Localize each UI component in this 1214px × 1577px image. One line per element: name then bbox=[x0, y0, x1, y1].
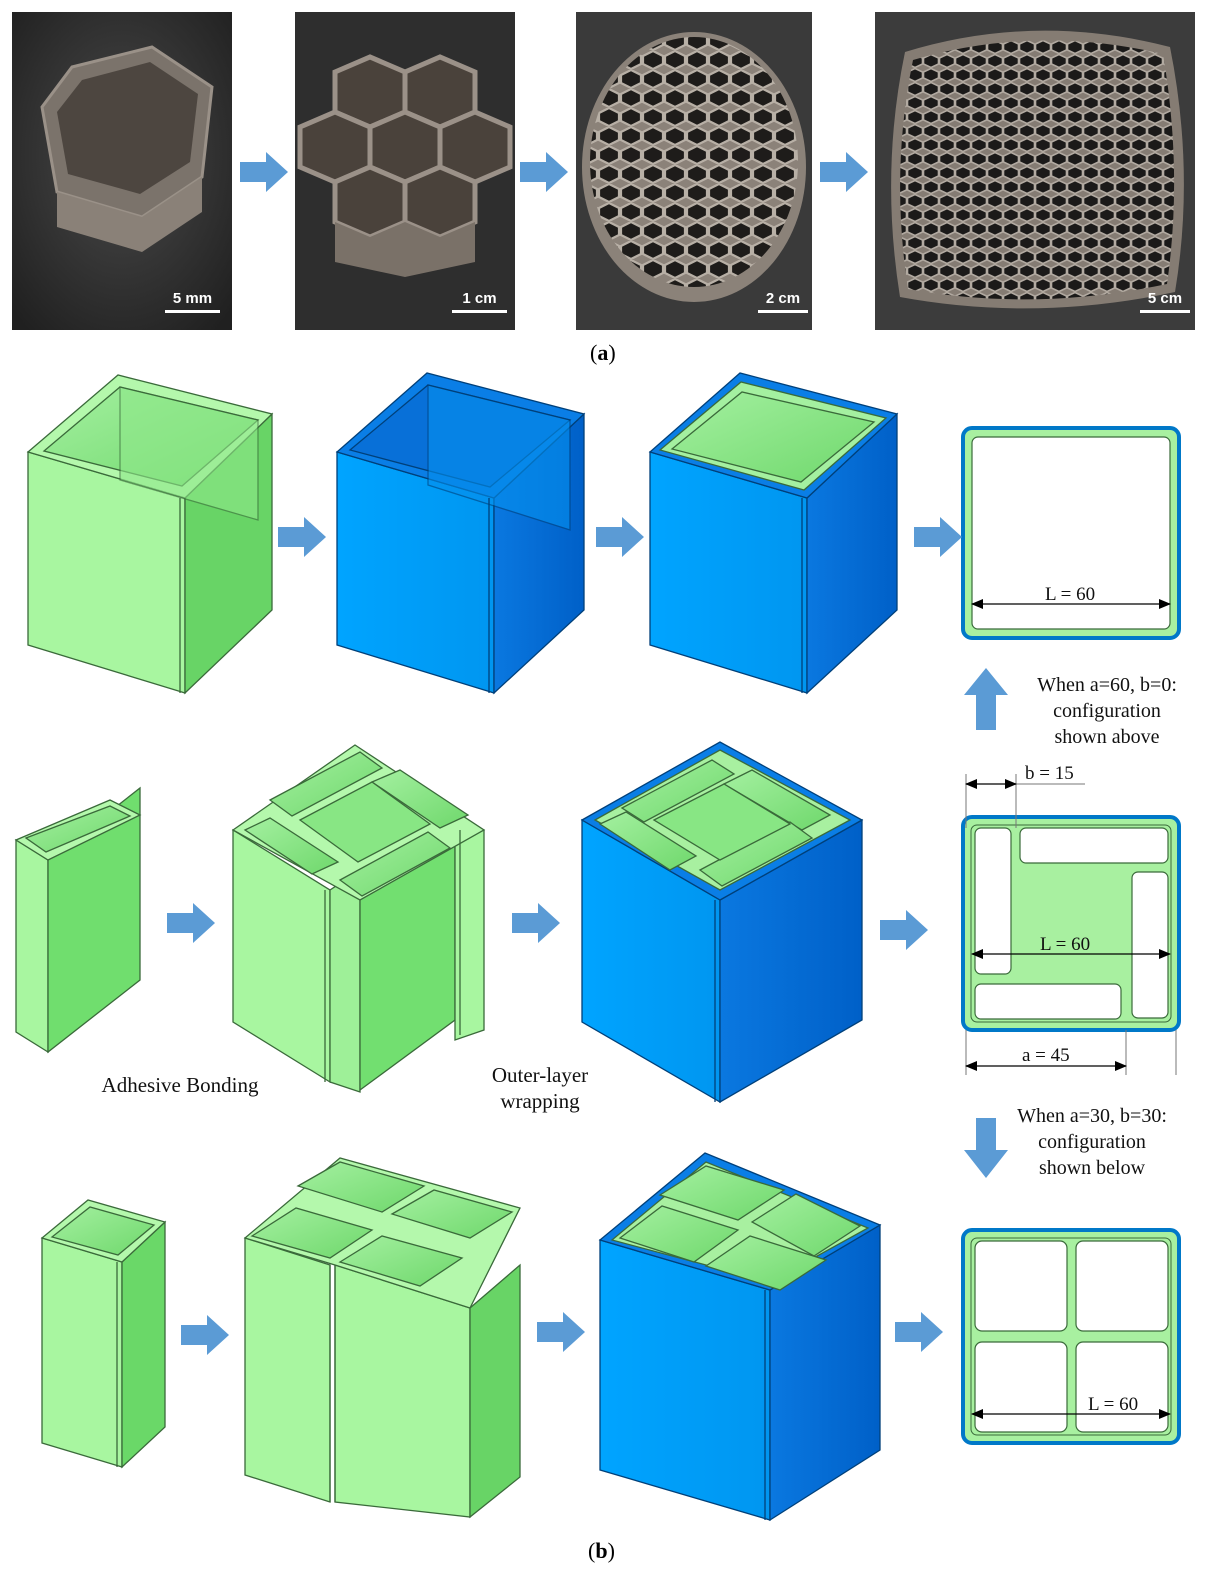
wrapped-square-tube bbox=[648, 372, 899, 695]
panel-label-b: (b) bbox=[588, 1538, 615, 1563]
green-rect-cell bbox=[14, 786, 142, 1054]
scale-label: 5 cm bbox=[1147, 290, 1183, 307]
photo-seven-cells bbox=[295, 12, 515, 330]
note-line: configuration bbox=[1038, 1131, 1146, 1153]
arrow-right-icon bbox=[880, 910, 928, 950]
process-arrows bbox=[167, 152, 1008, 1355]
dim-label-b: b = 15 bbox=[1025, 763, 1074, 784]
cross-section-single bbox=[961, 426, 1181, 640]
dim-label-l-top: L = 60 bbox=[1045, 584, 1095, 605]
wrapped-rect-cells bbox=[580, 741, 864, 1104]
scale-label: 2 cm bbox=[765, 290, 801, 307]
caption-line: Outer-layer bbox=[491, 1063, 589, 1087]
wrapped-square-cells bbox=[598, 1152, 882, 1522]
dim-label-a: a = 45 bbox=[1022, 1045, 1070, 1066]
panel-label-a: (a) bbox=[590, 340, 616, 365]
cross-section-four-square bbox=[961, 1228, 1181, 1445]
note-config-above: When a=60, b=0: configuration shown abov… bbox=[1012, 672, 1202, 750]
dim-label-l-mid: L = 60 bbox=[1040, 934, 1090, 955]
scale-bar-1: 5 mm bbox=[165, 290, 220, 313]
arrow-right-icon bbox=[596, 517, 644, 557]
arrow-right-icon bbox=[240, 152, 288, 192]
caption-line: wrapping bbox=[500, 1089, 580, 1113]
scale-bar-2: 1 cm bbox=[452, 290, 507, 313]
photo-medium-honeycomb bbox=[576, 12, 812, 330]
scale-label: 1 cm bbox=[462, 290, 497, 307]
arrow-right-icon bbox=[520, 152, 568, 192]
green-square-tube bbox=[26, 374, 274, 695]
note-line: shown above bbox=[1054, 726, 1160, 748]
arrow-right-icon bbox=[181, 1315, 229, 1355]
cross-section-four-rect bbox=[961, 815, 1181, 1032]
bonded-square-cells bbox=[243, 1157, 521, 1519]
arrow-right-icon bbox=[895, 1312, 943, 1352]
arrow-right-icon bbox=[914, 517, 962, 557]
note-line: When a=60, b=0: bbox=[1037, 674, 1177, 696]
note-line: shown below bbox=[1038, 1157, 1146, 1179]
arrow-right-icon bbox=[537, 1312, 585, 1352]
caption-adhesive-bonding: Adhesive Bonding bbox=[101, 1073, 259, 1097]
scale-bar-3: 2 cm bbox=[758, 290, 808, 313]
arrow-right-icon bbox=[167, 903, 215, 943]
arrow-up-icon bbox=[964, 668, 1008, 730]
scale-bar-4: 5 cm bbox=[1140, 290, 1190, 313]
dim-label-l-bot: L = 60 bbox=[1088, 1394, 1138, 1415]
note-config-below: When a=30, b=30: configuration shown bel… bbox=[1000, 1103, 1184, 1181]
blue-square-tube bbox=[335, 372, 586, 695]
bonded-rect-cells bbox=[231, 744, 486, 1093]
arrow-right-icon bbox=[512, 903, 560, 943]
note-line: When a=30, b=30: bbox=[1017, 1105, 1167, 1127]
arrow-down-icon bbox=[964, 1118, 1008, 1178]
photo-large-honeycomb bbox=[875, 12, 1195, 330]
scale-label: 5 mm bbox=[172, 290, 213, 307]
photo-single-cell bbox=[12, 12, 232, 330]
arrow-right-icon bbox=[278, 517, 326, 557]
caption-outer-layer-wrapping: Outer-layer wrapping bbox=[460, 1062, 620, 1114]
arrow-right-icon bbox=[820, 152, 868, 192]
green-small-square-cell bbox=[40, 1199, 167, 1469]
note-line: configuration bbox=[1053, 700, 1161, 722]
